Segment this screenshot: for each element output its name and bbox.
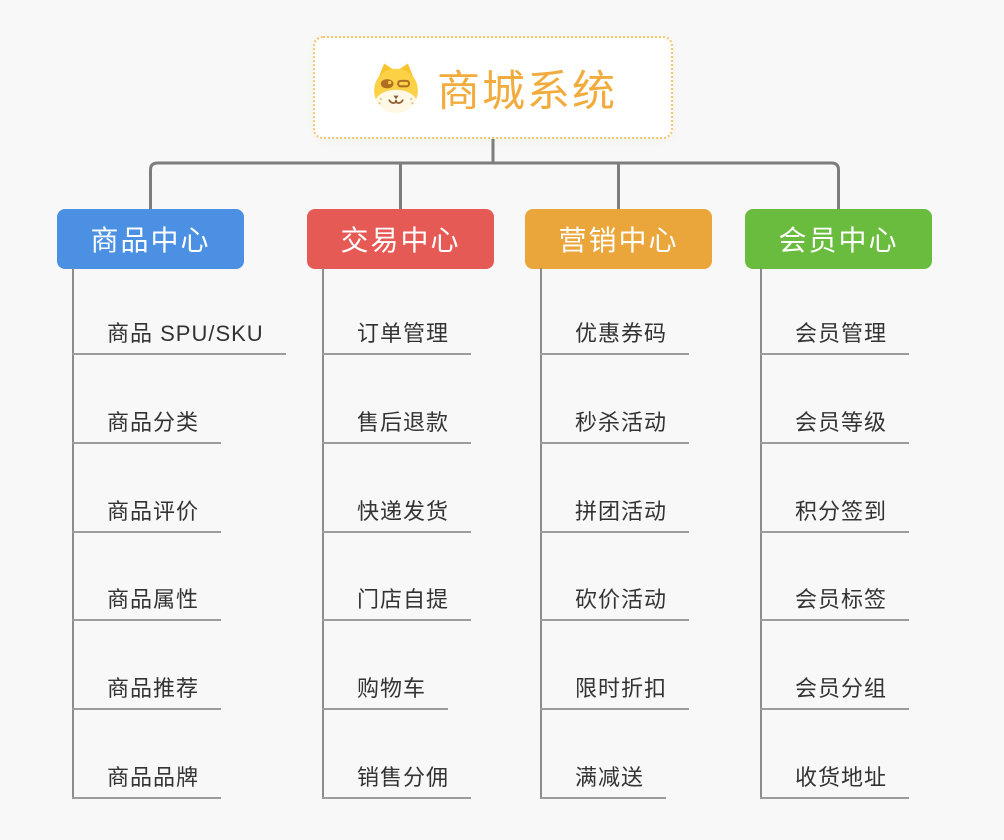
leaf-node[interactable]: 商品推荐 xyxy=(72,672,222,710)
leaf-node[interactable]: 销售分佣 xyxy=(322,761,472,799)
leaf-label: 满减送 xyxy=(575,765,645,790)
leaf-label: 会员标签 xyxy=(795,587,888,612)
leaf-node[interactable]: 商品 SPU/SKU xyxy=(72,317,286,355)
leaf-node[interactable]: 秒杀活动 xyxy=(540,406,690,444)
branch-node-member-center[interactable]: 会员中心 xyxy=(745,209,932,269)
leaf-label: 快递发货 xyxy=(357,499,450,524)
leaf-node[interactable]: 会员管理 xyxy=(760,317,910,355)
leaf-node[interactable]: 收货地址 xyxy=(760,761,910,799)
leaf-label: 销售分佣 xyxy=(357,765,450,790)
leaf-label: 购物车 xyxy=(357,676,427,701)
leaf-node[interactable]: 售后退款 xyxy=(322,406,472,444)
branch-spine xyxy=(72,268,74,799)
leaf-node[interactable]: 积分签到 xyxy=(760,495,910,533)
leaf-label: 商品属性 xyxy=(107,587,200,612)
branch-spine xyxy=(760,268,762,799)
leaf-label: 限时折扣 xyxy=(575,676,668,701)
leaf-label: 商品分类 xyxy=(107,410,200,435)
branch-spine xyxy=(540,268,542,799)
leaf-label: 会员等级 xyxy=(795,410,888,435)
leaf-label: 商品 SPU/SKU xyxy=(107,321,264,346)
leaf-label: 门店自提 xyxy=(357,587,450,612)
leaf-label: 商品评价 xyxy=(107,499,200,524)
leaf-node[interactable]: 商品属性 xyxy=(72,583,222,621)
leaf-node[interactable]: 会员分组 xyxy=(760,672,910,710)
leaf-label: 优惠券码 xyxy=(575,321,668,346)
branch-node-trade-center[interactable]: 交易中心 xyxy=(307,209,494,269)
leaf-label: 拼团活动 xyxy=(575,499,668,524)
doge-icon xyxy=(369,61,423,115)
leaf-node[interactable]: 会员等级 xyxy=(760,406,910,444)
leaf-node[interactable]: 优惠券码 xyxy=(540,317,690,355)
leaf-label: 砍价活动 xyxy=(575,587,668,612)
leaf-node[interactable]: 商品品牌 xyxy=(72,761,222,799)
root-node[interactable]: 商城系统 xyxy=(313,36,673,139)
leaf-label: 会员分组 xyxy=(795,676,888,701)
branch-label: 交易中心 xyxy=(340,225,461,256)
leaf-label: 商品推荐 xyxy=(107,676,200,701)
leaf-label: 商品品牌 xyxy=(107,765,200,790)
branch-label: 营销中心 xyxy=(558,225,679,256)
leaf-node[interactable]: 商品分类 xyxy=(72,406,222,444)
branch-spine xyxy=(322,268,324,799)
leaf-label: 售后退款 xyxy=(357,410,450,435)
branch-label: 会员中心 xyxy=(778,225,899,256)
leaf-node[interactable]: 拼团活动 xyxy=(540,495,690,533)
leaf-node[interactable]: 会员标签 xyxy=(760,583,910,621)
leaf-label: 收货地址 xyxy=(795,765,888,790)
leaf-node[interactable]: 购物车 xyxy=(322,672,449,710)
leaf-node[interactable]: 砍价活动 xyxy=(540,583,690,621)
branch-label: 商品中心 xyxy=(90,225,211,256)
leaf-node[interactable]: 门店自提 xyxy=(322,583,472,621)
leaf-node[interactable]: 限时折扣 xyxy=(540,672,690,710)
leaf-label: 订单管理 xyxy=(357,321,450,346)
leaf-label: 秒杀活动 xyxy=(575,410,668,435)
branch-node-product-center[interactable]: 商品中心 xyxy=(57,209,244,269)
leaf-node[interactable]: 快递发货 xyxy=(322,495,472,533)
leaf-label: 积分签到 xyxy=(795,499,888,524)
leaf-node[interactable]: 商品评价 xyxy=(72,495,222,533)
root-title: 商城系统 xyxy=(437,67,617,116)
leaf-label: 会员管理 xyxy=(795,321,888,346)
branch-node-marketing-center[interactable]: 营销中心 xyxy=(525,209,712,269)
leaf-node[interactable]: 满减送 xyxy=(540,761,667,799)
leaf-node[interactable]: 订单管理 xyxy=(322,317,472,355)
